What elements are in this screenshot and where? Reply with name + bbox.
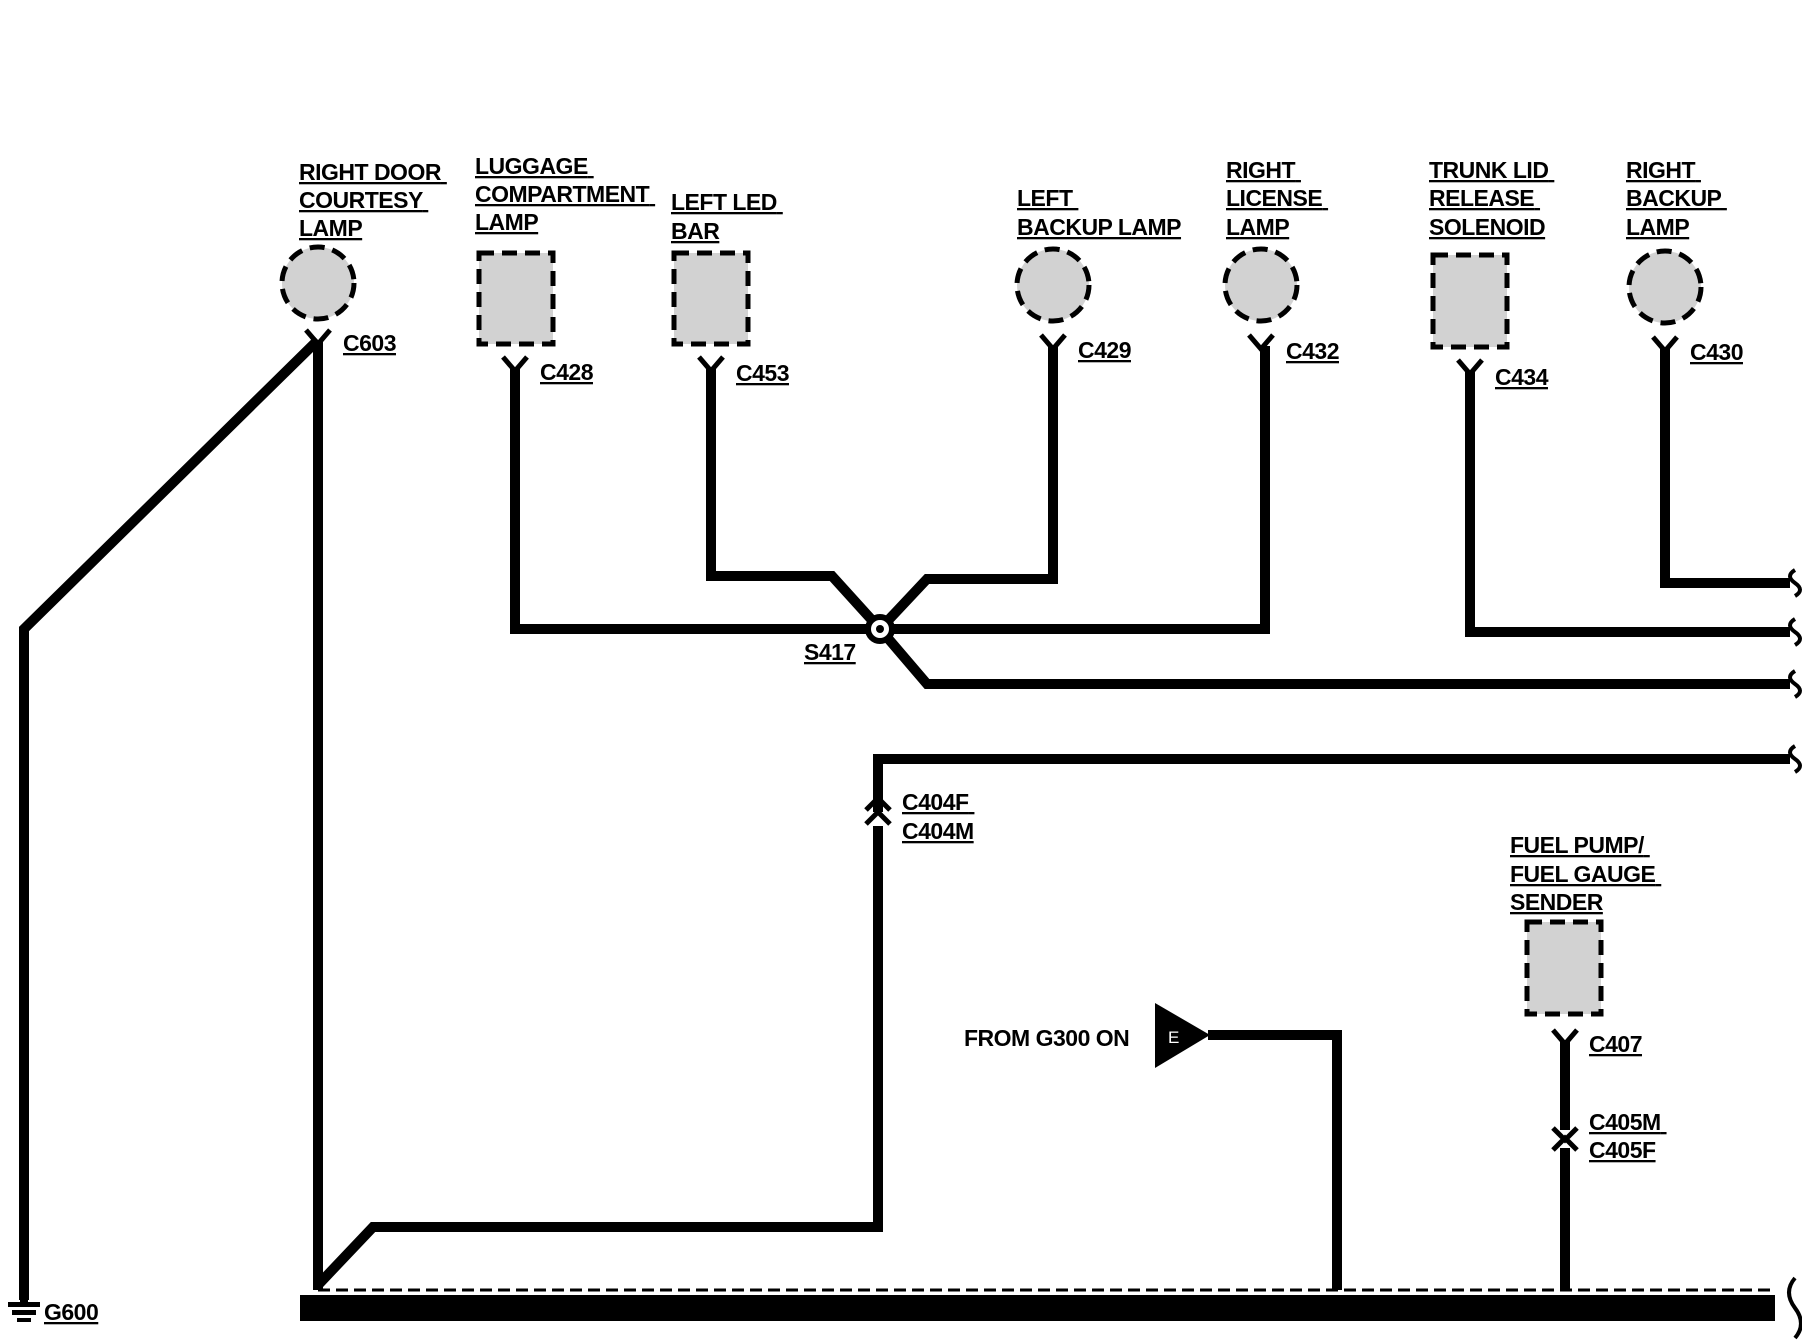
label-fuel-pump-sender: FUEL PUMP/ FUEL GAUGE SENDER [1510, 832, 1661, 915]
right-door-courtesy-lamp-symbol [279, 244, 357, 322]
c404-pin-bottom [864, 808, 892, 826]
label-right-backup-lamp: RIGHT BACKUP LAMP [1626, 157, 1727, 240]
wire-s417-to-c432 [880, 346, 1270, 634]
wire-c429-to-s417 [876, 346, 1058, 633]
trunk-lid-release-solenoid-symbol [1430, 252, 1510, 350]
left-backup-lamp-symbol [1014, 246, 1092, 324]
luggage-compartment-lamp-symbol [476, 250, 556, 347]
label-from-g300: FROM G300 ON [964, 1025, 1129, 1051]
label-g600: G600 [44, 1299, 98, 1325]
left-led-bar-symbol [671, 250, 751, 347]
right-license-lamp-symbol [1222, 246, 1300, 324]
wire-c404-to-bus [314, 826, 883, 1289]
label-c430: C430 [1690, 339, 1743, 365]
label-luggage-compartment-lamp: LUGGAGE COMPARTMENT LAMP [475, 153, 655, 235]
s417-splice-center [876, 625, 884, 633]
page-ref-letter: E [1168, 1028, 1179, 1047]
label-c434: C434 [1495, 364, 1549, 390]
label-c405: C405M C405F [1589, 1109, 1667, 1163]
label-right-door-courtesy-lamp: RIGHT DOOR COURTESY LAMP [299, 159, 447, 241]
continuation-marks [1787, 568, 1802, 1340]
label-left-led-bar: LEFT LED BAR [671, 189, 783, 244]
wire-s417-out [876, 625, 1790, 689]
wire-c404-out [873, 754, 1790, 812]
wire-g300-to-bus [1208, 1030, 1342, 1290]
page-ref-triangle [1155, 1003, 1210, 1068]
label-right-license-lamp: RIGHT LICENSE LAMP [1226, 157, 1328, 240]
label-c407: C407 [1589, 1031, 1642, 1057]
right-backup-lamp-symbol [1626, 248, 1704, 326]
label-c404: C404F C404M [902, 789, 974, 844]
ground-icon [8, 1296, 40, 1322]
label-c453: C453 [736, 360, 789, 386]
label-left-backup-lamp: LEFT BACKUP LAMP [1017, 185, 1181, 240]
c405-pin-bottom [1551, 1134, 1579, 1152]
wires [19, 336, 1790, 1321]
label-c432: C432 [1286, 338, 1339, 364]
label-c429: C429 [1078, 337, 1131, 363]
label-c603: C603 [343, 330, 396, 356]
wire-c434-out [1465, 371, 1790, 637]
label-trunk-lid-release-solenoid: TRUNK LID RELEASE SOLENOID [1429, 157, 1554, 240]
wire-c428-to-s417 [510, 368, 880, 634]
wire-c603-to-g600 [19, 336, 322, 1300]
wire-c453-to-s417 [706, 368, 884, 633]
label-c428: C428 [540, 359, 594, 385]
label-s417: S417 [804, 639, 856, 665]
fuel-pump-sender-symbol [1524, 919, 1604, 1017]
wire-c430-out [1660, 348, 1790, 588]
